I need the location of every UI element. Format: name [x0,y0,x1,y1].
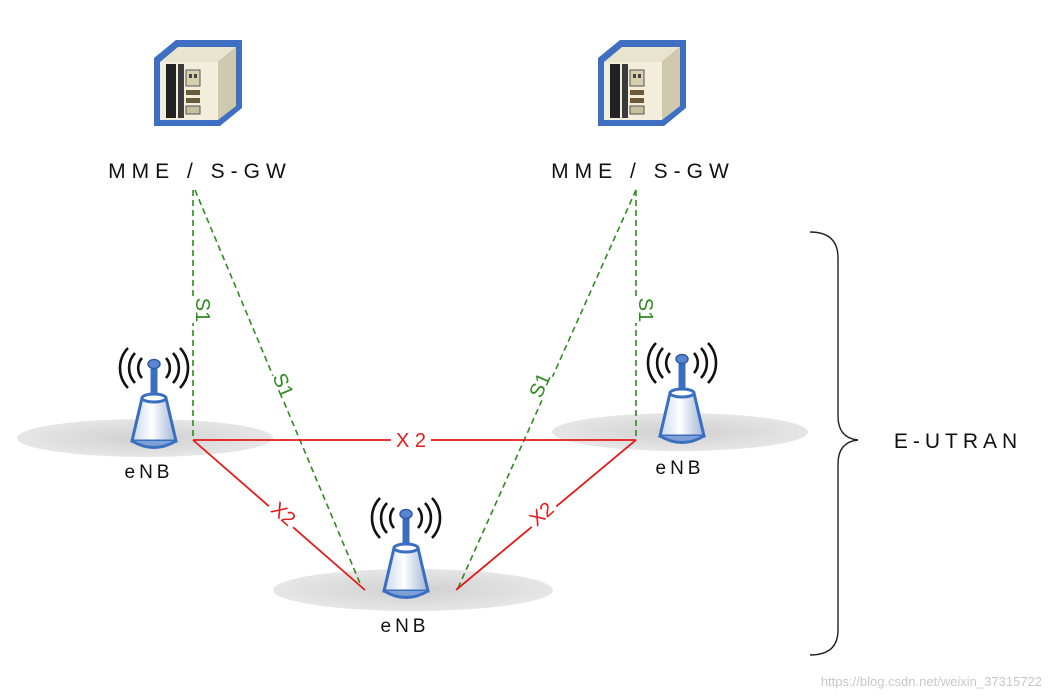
enb-left: eNB [118,346,190,483]
enb-bottom: eNB [370,496,442,637]
svg-text:X2: X2 [266,498,299,531]
mme-sgw-left-label: MME / S-GW [108,160,292,183]
enb-right: eNB [646,341,718,479]
enb-left-label: eNB [125,462,174,483]
x2-label-left: X2 [264,497,301,533]
svg-text:X2: X2 [526,498,559,531]
s1-label-right-vertical: S1 [634,297,656,323]
mme-sgw-left: MME / S-GW [108,39,292,183]
e-utran-label: E-UTRAN [894,430,1022,453]
x2-label-top: X 2 [391,430,431,452]
watermark-text: https://blog.csdn.net/weixin_37315722 [821,674,1042,689]
server-icon [153,39,243,127]
enb-right-label: eNB [656,458,705,479]
mme-sgw-right-label: MME / S-GW [551,160,735,183]
svg-text:X 2: X 2 [396,430,426,452]
s1-link-right-to-bottom [457,189,637,589]
mme-sgw-right: MME / S-GW [551,39,735,183]
e-utran-brace [809,231,859,656]
svg-text:S1: S1 [525,370,555,401]
server-icon [597,39,687,127]
s1-label-right-diagonal: S1 [525,370,556,402]
svg-text:S1: S1 [634,298,656,322]
enb-bottom-label: eNB [381,616,430,637]
s1-label-left-vertical: S1 [191,297,213,323]
s1-links [192,189,637,589]
svg-text:S1: S1 [191,298,213,322]
x2-label-right: X2 [524,497,561,533]
s1-label-left-diagonal: S1 [268,370,297,402]
